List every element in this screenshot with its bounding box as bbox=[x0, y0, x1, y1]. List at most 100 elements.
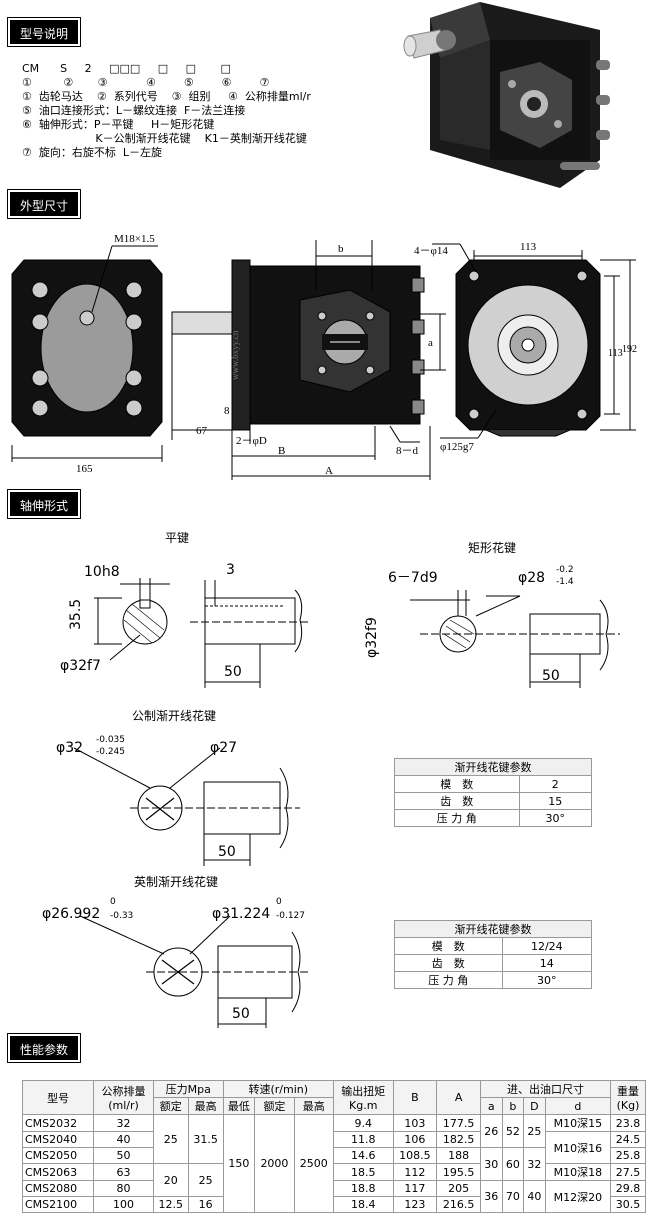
param-value: 15 bbox=[518, 792, 593, 810]
model-code-block: CM S 2 □□□ □ □ □ ① ② ③ ④ ⑤ ⑥ ⑦ ① 齿轮马达 ② … bbox=[22, 62, 311, 160]
th-port: 进、出油口尺寸 bbox=[480, 1080, 612, 1098]
param-table-caption: 渐开线花键参数 bbox=[394, 920, 592, 938]
th-weight: 重量(Kg) bbox=[610, 1080, 646, 1115]
param-name: 模 数 bbox=[394, 937, 503, 955]
dim-phi31-tol-up: 0 bbox=[276, 897, 282, 907]
metric-spline-view bbox=[73, 747, 300, 866]
dim-phi28-tol-lo: -1.4 bbox=[556, 577, 574, 587]
dim-a: a bbox=[428, 337, 433, 349]
th-press-max: 最高 bbox=[187, 1097, 224, 1115]
dim-165: 165 bbox=[76, 463, 93, 475]
dim-113-horizontal: 113 bbox=[520, 241, 537, 253]
rect-spline-view bbox=[410, 590, 620, 688]
param-value: 30° bbox=[518, 809, 593, 827]
model-code-line: CM S 2 □□□ □ □ □ bbox=[22, 62, 231, 75]
model-code-line: ① ② ③ ④ ⑤ ⑥ ⑦ bbox=[22, 76, 270, 89]
dim-phi32: φ32 bbox=[56, 740, 83, 756]
table-row: CMS2040 40 11.8 106 182.5 M10深16 24.5 bbox=[21, 1131, 646, 1164]
dim-phi32-tol-lo: -0.245 bbox=[96, 747, 125, 757]
dim-192: 192 bbox=[622, 344, 637, 355]
dim-phi31-224: φ31.224 bbox=[212, 906, 270, 922]
dim-A: A bbox=[325, 465, 333, 477]
th-port-b: b bbox=[501, 1097, 525, 1115]
th-port-a: a bbox=[480, 1097, 503, 1115]
th-model: 型号 bbox=[21, 1080, 95, 1115]
section-title-shaft: 轴伸形式 bbox=[6, 489, 82, 519]
table-row: CMS2032 32 25 31.5 150 2000 2500 9.4 103… bbox=[21, 1114, 646, 1213]
dim-35-5: 35.5 bbox=[68, 599, 84, 630]
dim-113-vertical: 113 bbox=[608, 348, 623, 359]
th-speed-rated: 额定 bbox=[254, 1097, 295, 1115]
side-view bbox=[171, 240, 446, 480]
param-table-caption: 渐开线花键参数 bbox=[394, 758, 592, 776]
param-name: 齿 数 bbox=[394, 792, 520, 810]
dim-phi32f7: φ32f7 bbox=[60, 658, 101, 674]
param-name: 齿 数 bbox=[394, 954, 503, 972]
dim-6-7d9: 6－7d9 bbox=[388, 570, 438, 586]
front-flange-view bbox=[432, 243, 636, 439]
dim-50-imperial: 50 bbox=[232, 1006, 250, 1022]
th-speed-min: 最低 bbox=[222, 1097, 256, 1115]
param-value: 30° bbox=[501, 971, 593, 989]
param-name: 压 力 角 bbox=[394, 809, 520, 827]
table-row: CMS2080 80 18.8 117 205 36 70 40 M12深20 … bbox=[21, 1180, 646, 1213]
param-value: 14 bbox=[501, 954, 593, 972]
th-pressure: 压力Mpa bbox=[152, 1080, 224, 1098]
dim-phi26-tol-lo: -0.33 bbox=[110, 911, 133, 921]
dim-3: 3 bbox=[226, 562, 235, 578]
flat-key-view bbox=[94, 578, 310, 688]
dim-50-rect: 50 bbox=[542, 668, 560, 684]
imperial-spline-view bbox=[79, 915, 310, 1028]
section-title-performance: 性能参数 bbox=[6, 1033, 82, 1063]
th-port-d: d bbox=[544, 1097, 612, 1115]
dim-50-metric: 50 bbox=[218, 844, 236, 860]
model-code-line: ⑦ 旋向：右旋不标 L－左旋 bbox=[22, 146, 162, 159]
dim-phi31-tol-lo: -0.127 bbox=[276, 911, 305, 921]
th-speed: 转速(r/min) bbox=[222, 1080, 334, 1098]
outline-drawing: M18×1.5 165 b a 8 67 bbox=[11, 233, 637, 480]
dim-B: B bbox=[278, 445, 285, 457]
param-name: 模 数 bbox=[394, 775, 520, 793]
dim-phi27: φ27 bbox=[210, 740, 237, 756]
th-press-rated: 额定 bbox=[152, 1097, 189, 1115]
left-end-view bbox=[11, 245, 163, 462]
param-name: 压 力 角 bbox=[394, 971, 503, 989]
th-B: B bbox=[392, 1080, 438, 1115]
label-metric-spline: 公制渐开线花键 bbox=[132, 708, 216, 723]
brand-watermark: www.bxyy.cn bbox=[230, 330, 240, 380]
th-displacement: 公称排量(ml/r) bbox=[93, 1080, 154, 1115]
motor-3d-illustration bbox=[403, 2, 610, 188]
param-value: 2 bbox=[518, 775, 593, 793]
th-speed-max: 最高 bbox=[293, 1097, 334, 1115]
motor-body-icon bbox=[403, 2, 610, 188]
dim-4phi14: 4－φ14 bbox=[414, 245, 448, 257]
dim-phi28: φ28 bbox=[518, 570, 545, 586]
section-title-model: 型号说明 bbox=[6, 17, 82, 47]
table-row: CMS2050 50 14.6 108.5 188 30 60 32 25.8 bbox=[21, 1147, 646, 1181]
dim-phi32f9: φ32f9 bbox=[364, 617, 380, 658]
model-code-line: ① 齿轮马达 ② 系列代号 ③ 组别 ④ 公称排量ml/r bbox=[22, 90, 311, 103]
label-rect-spline: 矩形花键 bbox=[468, 540, 516, 555]
dim-phi32-tol-up: -0.035 bbox=[96, 735, 125, 745]
th-port-D: D bbox=[523, 1097, 546, 1115]
dim-phi28-tol-up: -0.2 bbox=[556, 565, 574, 575]
model-code-line: ⑥ 轴伸形式：P－平键 H－矩形花键 bbox=[22, 118, 215, 131]
table-row: CMS2063 63 20 25 18.5 112 195.5 M10深18 2… bbox=[21, 1163, 646, 1197]
param-value: 12/24 bbox=[501, 937, 593, 955]
model-code-line: ⑤ 油口连接形式：L－螺纹连接 F－法兰连接 bbox=[22, 104, 246, 117]
dim-b: b bbox=[338, 243, 344, 255]
dim-phi125: φ125g7 bbox=[440, 441, 474, 453]
table-row: CMS2100 100 12.5 16 18.4 123 216.5 30.5 bbox=[21, 1196, 646, 1213]
dim-50-flat: 50 bbox=[224, 664, 242, 680]
shaft-drawings: 平键 10h8 35.5 φ32f7 3 50 矩形花键 6－7d9 φ28 -… bbox=[42, 531, 620, 1028]
th-A: A bbox=[436, 1080, 482, 1115]
dim-8: 8 bbox=[224, 405, 230, 417]
label-imperial-spline: 英制渐开线花键 bbox=[134, 874, 218, 889]
dim-8d: 8－d bbox=[396, 445, 418, 457]
dim-m18: M18×1.5 bbox=[114, 233, 155, 245]
dim-67: 67 bbox=[196, 425, 208, 437]
